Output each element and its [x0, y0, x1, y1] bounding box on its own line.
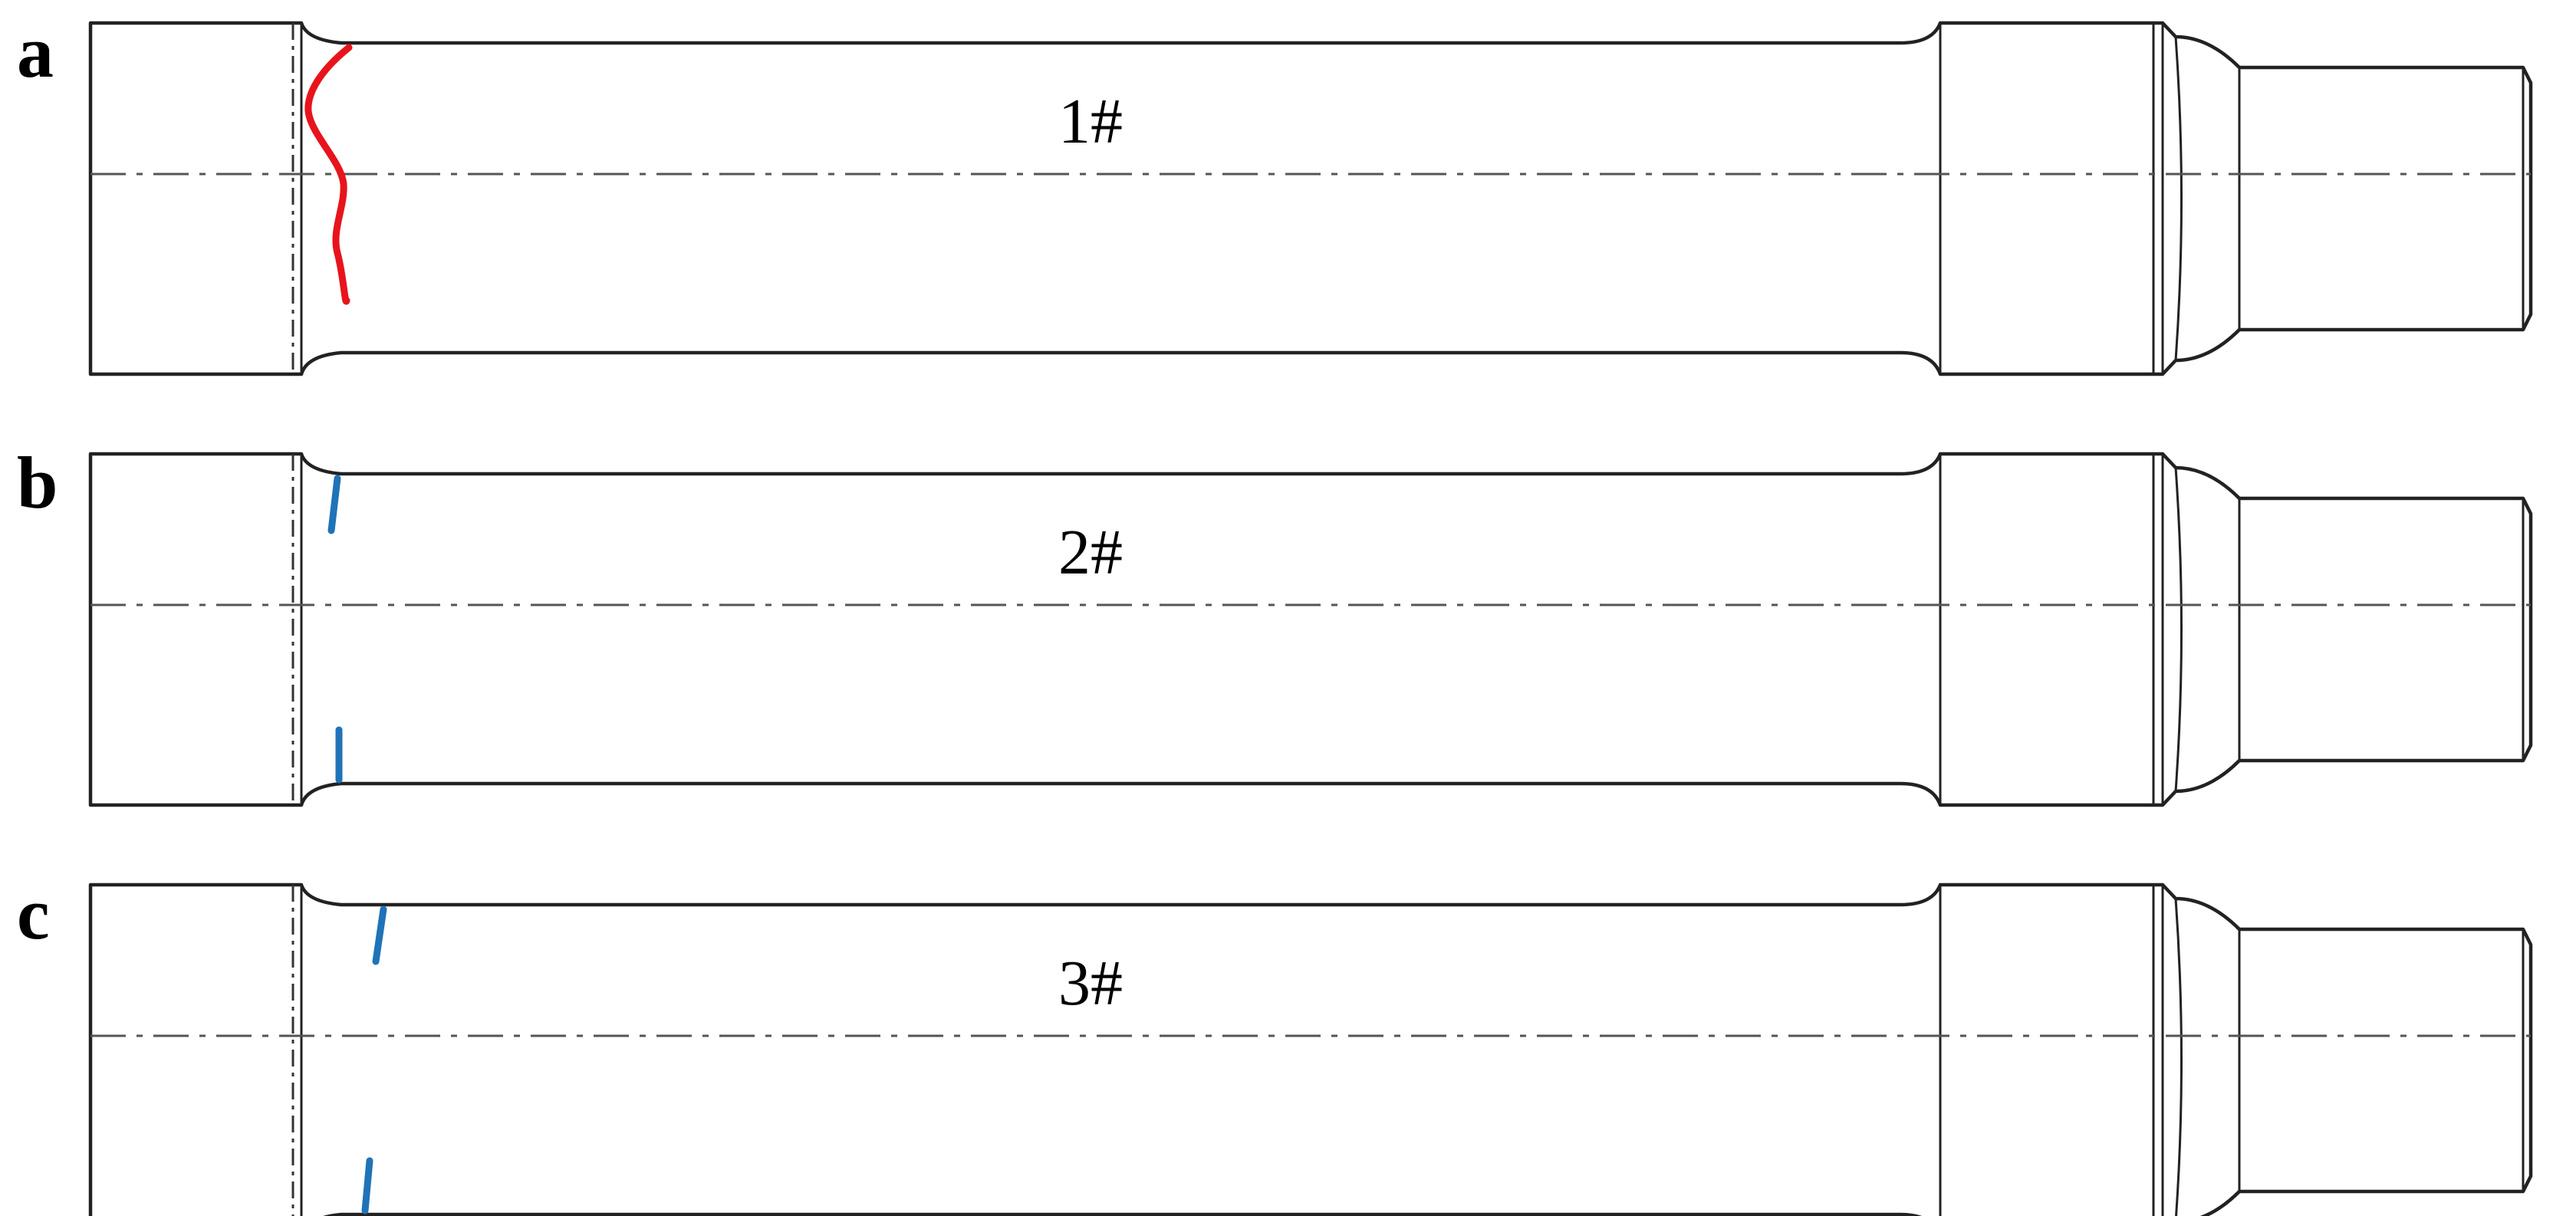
panel-letter-a: a	[17, 11, 54, 93]
panel-c: c 3#	[17, 873, 2533, 1216]
panel-letter-c: c	[17, 873, 50, 955]
groove-arc	[2174, 898, 2183, 1216]
shaft-drawing-1: 1#	[88, 21, 2533, 376]
shaft-outline-2	[88, 452, 2533, 807]
groove-arc	[2174, 467, 2183, 792]
shaft-label-3: 3#	[1058, 948, 1123, 1019]
crack-line-1	[304, 44, 353, 305]
crack-mark-top-3	[372, 905, 387, 965]
shaft-drawing-3: 3#	[88, 882, 2533, 1216]
shaft-drawing-2: 2#	[88, 452, 2533, 807]
shaft-outline-3	[88, 882, 2533, 1216]
panel-letter-b: b	[17, 442, 58, 524]
shaft-outline-1	[88, 21, 2533, 376]
panel-a: a 1#	[17, 11, 2533, 376]
crack-mark-top-2	[327, 475, 341, 534]
shaft-label-1: 1#	[1058, 86, 1123, 157]
shaft-label-2: 2#	[1058, 517, 1123, 588]
panel-b: b 2#	[17, 442, 2533, 807]
groove-arc	[2174, 36, 2183, 361]
crack-mark-bottom-3	[361, 1157, 373, 1214]
